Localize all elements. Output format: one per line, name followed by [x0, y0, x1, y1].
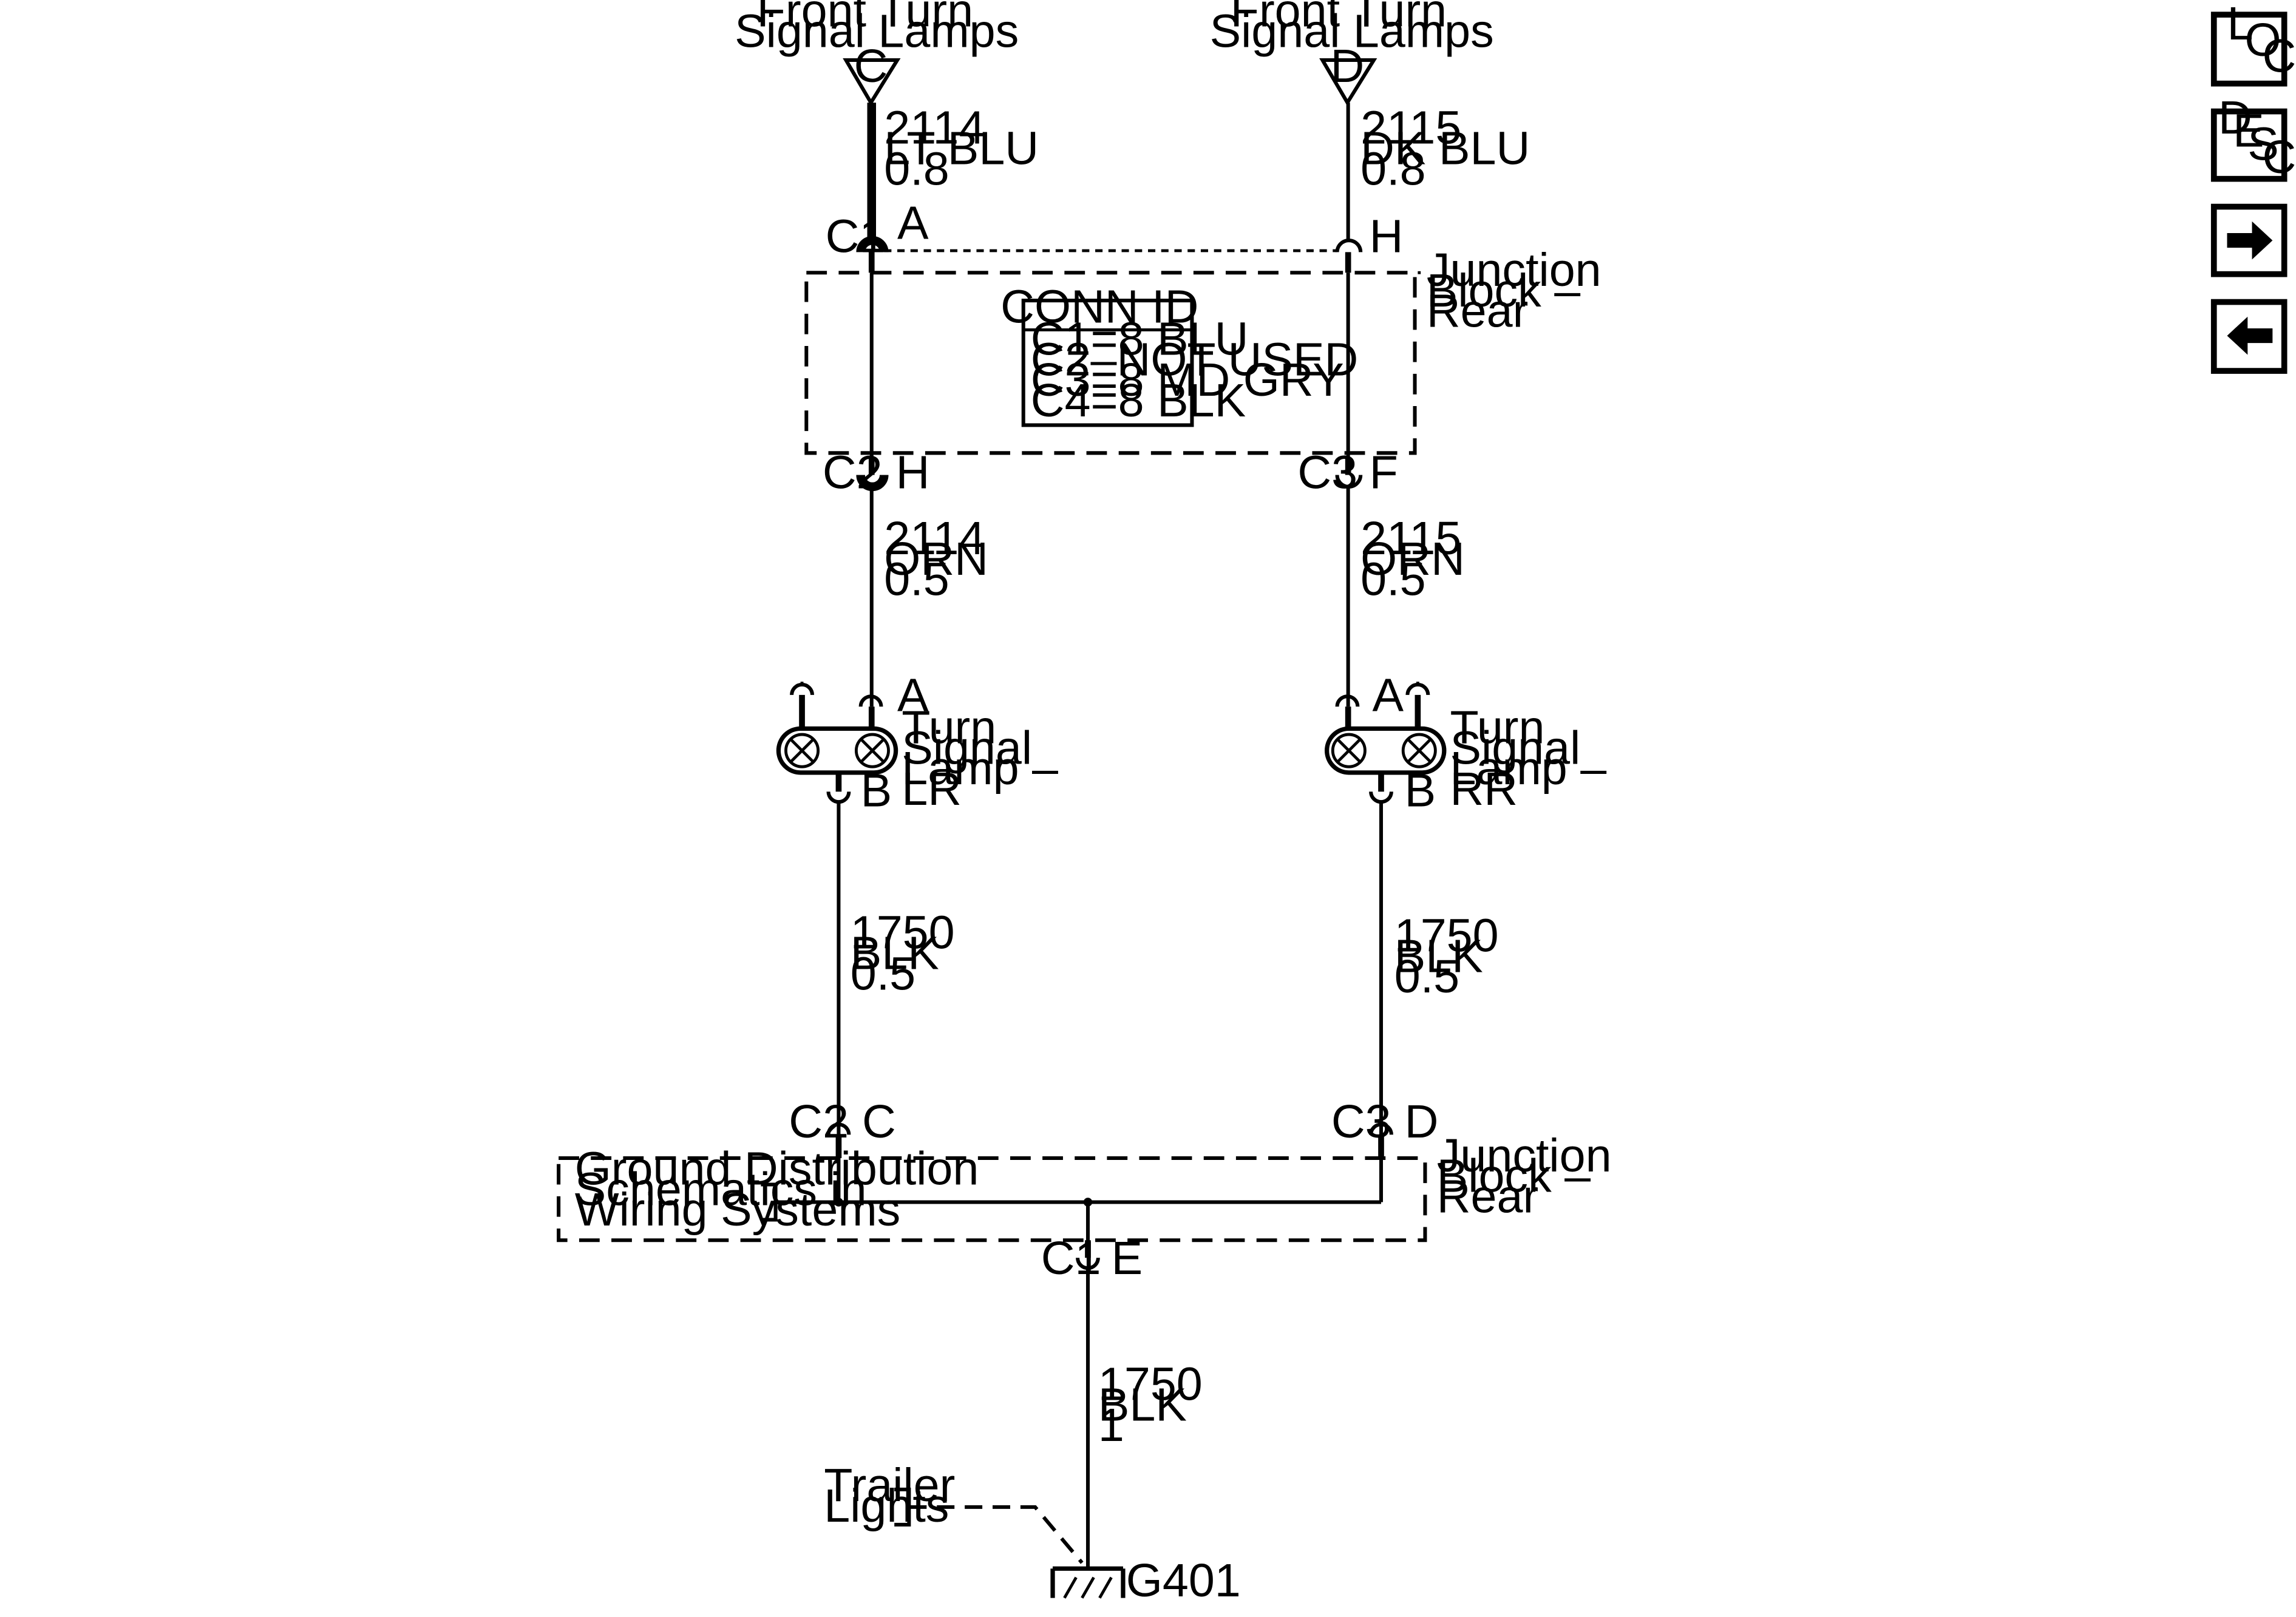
svg-text:JunctionBlock –Rear: JunctionBlock –Rear: [1437, 1130, 1612, 1223]
ground-g401-icon: [1050, 1566, 1126, 1599]
wire-label-1750-left: 1750BLK0.5: [851, 907, 955, 1000]
svg-text:S: S: [2247, 118, 2279, 170]
svg-text:D: D: [2218, 92, 2252, 144]
wire-label-2115-top: 2115DK BLU0.8: [1360, 102, 1530, 195]
svg-text:C1=8 BLUC2–NOT USEDC3=8 MD GRY: C1=8 BLUC2–NOT USEDC3=8 MD GRYC4=8 BLK: [1031, 313, 1359, 426]
wire-label-1750-right: 1750BLK0.5: [1394, 909, 1499, 1003]
pin-d-low-label: D: [1405, 1096, 1439, 1148]
svg-text:2114ORN0.5: 2114ORN0.5: [884, 512, 988, 606]
trailer-lights-ref: TrailerLights: [824, 1459, 1084, 1564]
pin-c-low-label: C: [862, 1096, 896, 1148]
lamp-lr-label: TurnSignalLamp –LR: [902, 702, 1058, 815]
turn-signal-lamp-rr: [1325, 682, 1447, 804]
turn-signal-lamp-lr: [776, 682, 898, 804]
prev-button[interactable]: [2210, 299, 2288, 374]
svg-text:C: C: [2262, 30, 2296, 82]
junction-block-rear-top: [804, 271, 1417, 455]
loc-button[interactable]: L O C: [2210, 0, 2296, 87]
lamp-rr-label: TurnSignalLamp –RR: [1450, 702, 1607, 815]
lamp-lr-pin-a: A: [897, 669, 929, 721]
junction-block-label-bottom: JunctionBlock –Rear: [1437, 1130, 1612, 1223]
circuit-2115: [1335, 103, 1363, 707]
svg-text:O: O: [2244, 14, 2281, 66]
svg-text:TrailerLights: TrailerLights: [824, 1459, 955, 1532]
connector-c1-label: C1: [826, 210, 886, 262]
svg-text:C: C: [854, 40, 888, 92]
svg-text:Ground DistributionSchematics: Ground DistributionSchematics inWiring S…: [575, 1143, 979, 1236]
circuit-1750-right: [1369, 803, 1393, 1202]
connector-c2-label: C2: [823, 446, 883, 498]
wire-label-2114-mid: 2114ORN0.5: [884, 512, 988, 606]
lamp-lr-pin-b: B: [861, 764, 892, 816]
svg-text:E: E: [2233, 105, 2264, 157]
wire-label-2115-mid: 2115ORN0.5: [1360, 512, 1465, 606]
next-button[interactable]: [2210, 203, 2288, 277]
lamp-rr-pin-b: B: [1405, 764, 1436, 816]
ground-bus: [776, 1198, 1381, 1569]
junction-block-rear-bottom: [557, 1156, 1427, 1242]
svg-text:C: C: [2262, 131, 2296, 183]
circuit-1750-left: [826, 803, 851, 1202]
svg-text:2115ORN0.5: 2115ORN0.5: [1360, 512, 1465, 606]
connector-c3-label: C3: [1297, 446, 1357, 498]
connector-c1-bottom-label: C1: [1041, 1232, 1101, 1284]
svg-text:CONN ID: CONN ID: [1000, 280, 1198, 333]
terminal-d-triangle: D: [1319, 40, 1377, 106]
ground-distribution-ref: Ground DistributionSchematics inWiring S…: [575, 1143, 979, 1236]
desc-button[interactable]: D E S C: [2210, 92, 2296, 183]
svg-text:Front TurnSignal Lamps: Front TurnSignal Lamps: [1210, 0, 1494, 57]
svg-text:2115DK BLU0.8: 2115DK BLU0.8: [1360, 102, 1530, 195]
wire-label-1750-ground: 1750BLK1: [1098, 1358, 1203, 1452]
svg-text:2114LT BLU0.8: 2114LT BLU0.8: [884, 102, 1039, 195]
svg-text:1750BLK0.5: 1750BLK0.5: [851, 907, 955, 1000]
pin-e-label: E: [1112, 1232, 1143, 1284]
lamp-rr-pin-a: A: [1373, 669, 1404, 721]
pin-h-label: H: [1370, 210, 1404, 262]
arrow-right-icon: [2227, 221, 2273, 260]
front-lamps-label-d: Front TurnSignal Lamps: [1210, 0, 1494, 57]
connector-c2-low-label: C2: [789, 1096, 849, 1148]
junction-block-label-top: JunctionBlock –Rear: [1418, 244, 1601, 337]
svg-text:L: L: [2227, 0, 2253, 50]
svg-text:TurnSignalLamp –RR: TurnSignalLamp –RR: [1450, 702, 1607, 815]
svg-text:1750BLK1: 1750BLK1: [1098, 1358, 1203, 1452]
pin-a-label: A: [897, 197, 929, 249]
arrow-left-icon: [2227, 316, 2273, 355]
svg-text:1750BLK0.5: 1750BLK0.5: [1394, 909, 1499, 1003]
circuit-2114: [856, 103, 889, 707]
pin-f-label: F: [1370, 446, 1398, 498]
ground-id-label: G401: [1126, 1554, 1241, 1607]
conn-id-box: CONN ID C1=8 BLUC2–NOT USEDC3=8 MD GRYC4…: [1000, 280, 1358, 427]
wire-label-2114-top: 2114LT BLU0.8: [884, 102, 1039, 195]
terminal-c-triangle: C: [843, 40, 901, 106]
connector-c3-low-label: C3: [1331, 1096, 1391, 1148]
svg-text:TurnSignalLamp –LR: TurnSignalLamp –LR: [902, 702, 1058, 815]
svg-text:JunctionBlock –Rear: JunctionBlock –Rear: [1427, 244, 1601, 337]
svg-text:Front TurnSignal Lamps: Front TurnSignal Lamps: [735, 0, 1019, 57]
pin-h-mid-label: H: [896, 446, 930, 498]
svg-text:D: D: [1331, 40, 1365, 92]
front-lamps-label-c: Front TurnSignal Lamps: [735, 0, 1019, 57]
